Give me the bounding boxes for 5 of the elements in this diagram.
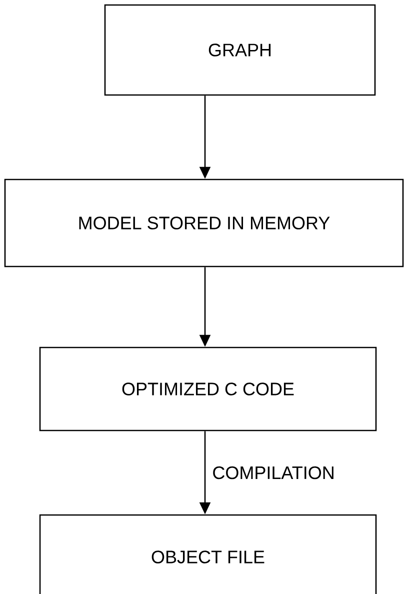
process-box: MODEL STORED IN MEMORY xyxy=(4,178,404,268)
edge-label: COMPILATION xyxy=(211,465,336,480)
process-box: GRAPH xyxy=(104,4,376,96)
process-box: OPTIMIZED C CODE xyxy=(39,346,377,432)
process-box: OBJECT FILE xyxy=(39,514,377,594)
